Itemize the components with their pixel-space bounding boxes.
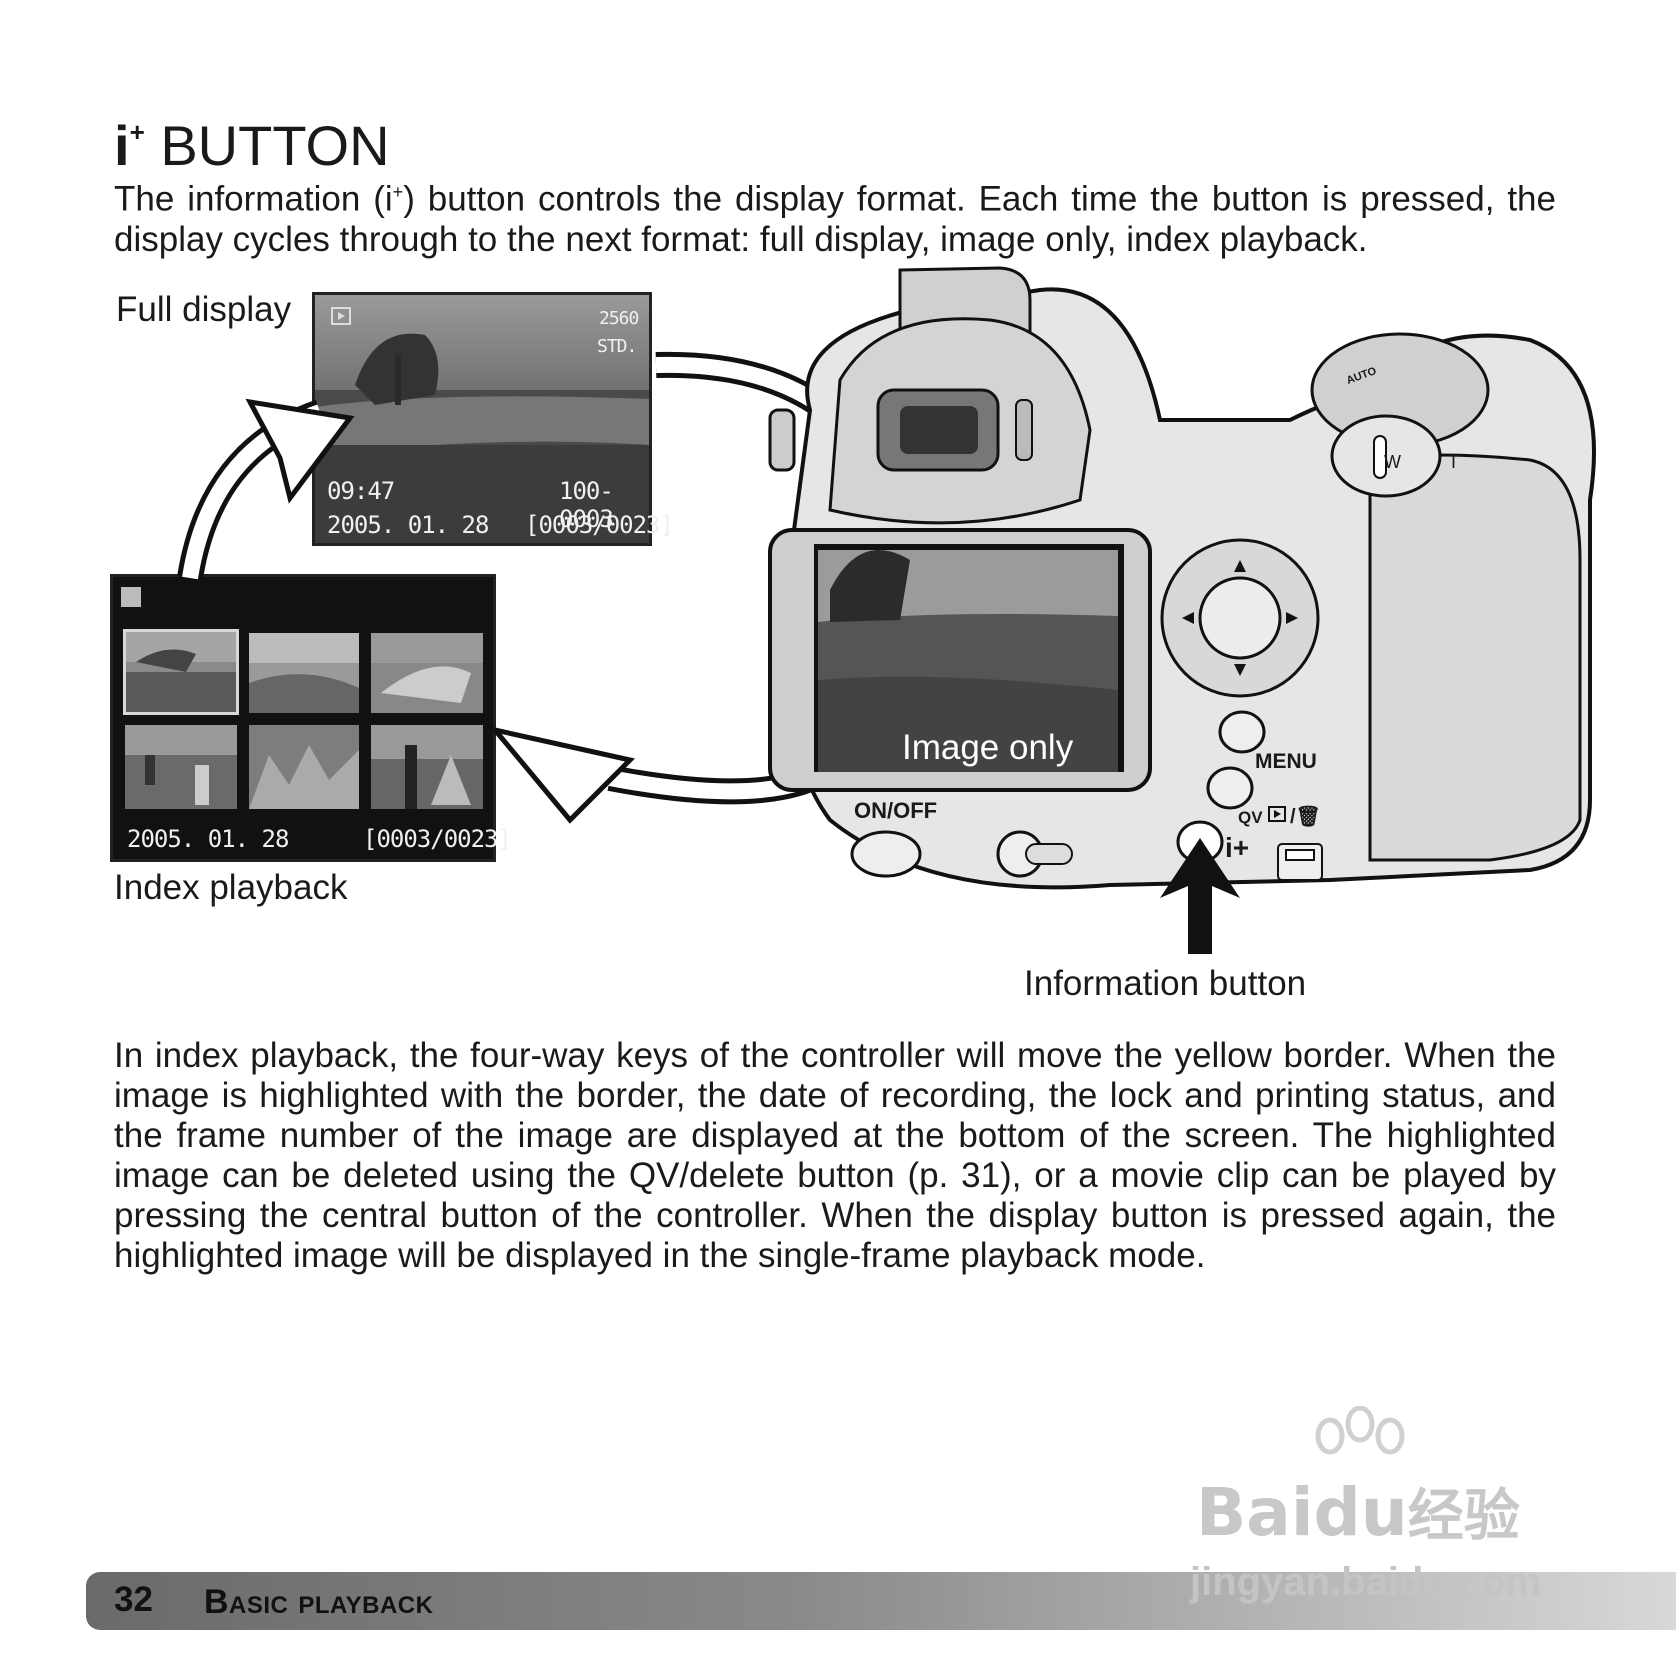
- label-information-button: Information button: [1024, 964, 1306, 1004]
- menu-button[interactable]: [1220, 712, 1264, 752]
- info-button-pointer: [1150, 838, 1250, 958]
- info-button-symbol: i: [114, 114, 130, 177]
- index-mode-icon: [121, 587, 141, 607]
- zoom-tele-label: T: [1448, 452, 1459, 473]
- watermark-brand: Baidu经验: [1196, 1478, 1520, 1552]
- mode-switch-lever: [1026, 844, 1072, 864]
- qv-label: QV: [1238, 808, 1263, 828]
- controller-center-button[interactable]: [1200, 578, 1280, 658]
- watermark-url: jingyan.baidu.com: [1190, 1560, 1541, 1604]
- delete-icon: /🗑: [1290, 804, 1321, 829]
- section-title: Basic playback: [204, 1582, 433, 1622]
- zoom-wide-label: W: [1384, 452, 1401, 473]
- watermark-paw-icon: [1300, 1406, 1420, 1486]
- page-title: i+ BUTTON: [114, 100, 390, 178]
- playback-mode-icon: [331, 307, 351, 325]
- title-text: BUTTON: [160, 114, 389, 177]
- image-size-readout: 2560: [599, 305, 638, 333]
- info-button-symbol-plus: +: [130, 117, 145, 147]
- diopter-wheel: [1016, 400, 1032, 460]
- qv-delete-button[interactable]: [1208, 768, 1252, 808]
- menu-label: MENU: [1255, 750, 1317, 774]
- arrow-index-to-full: [190, 402, 350, 578]
- power-button[interactable]: [852, 832, 920, 876]
- body-paragraph: In index playback, the four-way keys of …: [114, 1036, 1556, 1276]
- intro-paragraph: The information (i+) button controls the…: [114, 172, 1556, 260]
- label-full-display: Full display: [116, 290, 291, 330]
- strap-lug: [770, 410, 794, 470]
- playback-icon: [1268, 806, 1286, 822]
- viewfinder-window: [900, 406, 978, 454]
- page-number: 32: [114, 1578, 153, 1622]
- label-image-only: Image only: [902, 728, 1073, 768]
- camera-grip: [1370, 455, 1580, 860]
- power-label: ON/OFF: [854, 798, 937, 824]
